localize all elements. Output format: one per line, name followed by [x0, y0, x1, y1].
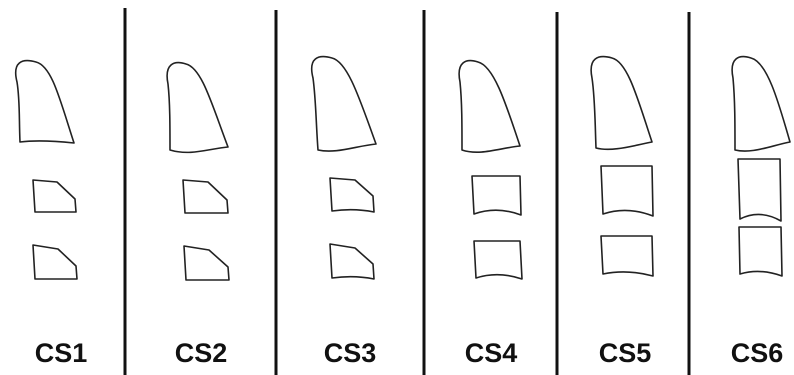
stage-label: CS6: [731, 338, 784, 368]
c4-vertebra-outline: [600, 235, 654, 277]
c2-odontoid-outline: [458, 59, 521, 153]
c3-vertebra-outline: [329, 177, 375, 213]
stage-label: CS1: [35, 338, 88, 368]
c2-odontoid-outline: [15, 59, 75, 144]
c2-odontoid-outline: [166, 61, 229, 154]
stage-label: CS5: [599, 338, 652, 368]
stage-label: CS3: [324, 338, 377, 368]
c4-vertebra-outline: [329, 243, 375, 280]
stage-label: CS4: [465, 338, 518, 368]
c2-odontoid-outline: [311, 55, 377, 152]
stage-cs5: CS5: [590, 55, 654, 368]
c3-vertebra-outline: [600, 165, 654, 217]
c4-vertebra-outline: [32, 244, 78, 280]
c3-vertebra-outline: [471, 175, 522, 216]
stage-cs6: CS6: [731, 55, 791, 368]
stage-cs4: CS4: [458, 59, 523, 368]
stage-cs2: CS2: [166, 61, 230, 368]
stage-label: CS2: [175, 338, 228, 368]
c4-vertebra-outline: [473, 240, 523, 280]
c4-vertebra-outline: [738, 226, 783, 277]
c4-vertebra-outline: [183, 245, 230, 281]
c2-odontoid-outline: [731, 55, 791, 152]
c3-vertebra-outline: [182, 179, 229, 214]
stage-cs3: CS3: [311, 55, 377, 368]
c3-vertebra-outline: [737, 158, 782, 222]
c3-vertebra-outline: [32, 179, 77, 213]
c2-odontoid-outline: [590, 55, 653, 151]
dividers: [123, 8, 691, 375]
stage-cs1: CS1: [15, 59, 88, 368]
